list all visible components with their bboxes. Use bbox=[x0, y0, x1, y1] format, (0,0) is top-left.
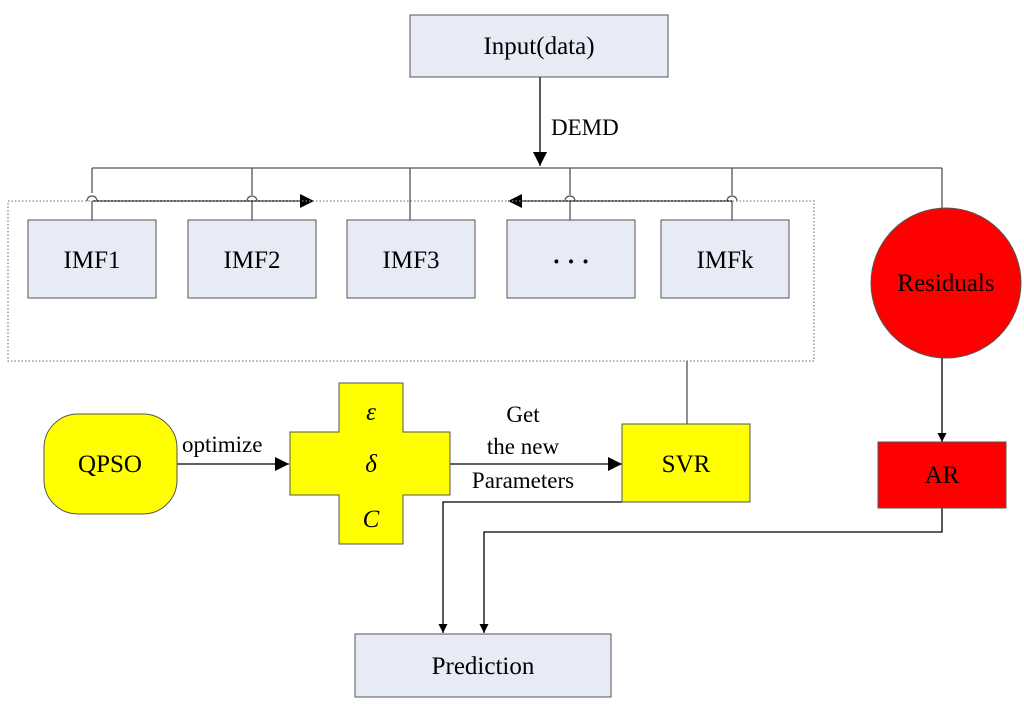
prediction-node: Prediction bbox=[354, 633, 612, 698]
get-label-line1: Get bbox=[506, 402, 540, 427]
imfk-node: IMFk bbox=[660, 219, 790, 299]
drop-ellipsis-hop bbox=[564, 195, 576, 202]
imf1-node: IMF1 bbox=[27, 219, 157, 299]
imf2-label: IMF2 bbox=[224, 247, 281, 274]
ar-to-prediction-line bbox=[479, 508, 943, 633]
imf2-node: IMF2 bbox=[187, 219, 317, 299]
input-label: Input(data) bbox=[483, 33, 594, 60]
svr-node: SVR bbox=[621, 423, 751, 503]
parameter-cross: ε δ C bbox=[289, 382, 451, 545]
imfk-label: IMFk bbox=[697, 247, 754, 274]
drop-imf2-hop bbox=[246, 195, 258, 202]
residuals-node: Residuals bbox=[870, 207, 1022, 359]
get-label-line3: Parameters bbox=[472, 468, 574, 493]
demd-label: DEMD bbox=[551, 115, 619, 140]
optimize-label: optimize bbox=[182, 432, 262, 457]
residuals-label: Residuals bbox=[897, 270, 994, 297]
ellipsis-label: · · · bbox=[552, 249, 590, 276]
c-symbol: C bbox=[363, 506, 380, 533]
drop-imfk-hop bbox=[726, 195, 738, 202]
get-label-line2: the new bbox=[487, 434, 560, 459]
delta-symbol: δ bbox=[365, 451, 377, 478]
input-node: Input(data) bbox=[409, 14, 669, 78]
ar-node: AR bbox=[877, 441, 1007, 509]
connector-lines bbox=[7, 77, 947, 633]
ellipsis-node: · · · bbox=[506, 219, 636, 299]
svr-to-prediction-line bbox=[438, 501, 622, 633]
imf3-node: IMF3 bbox=[346, 219, 476, 299]
qpso-label: QPSO bbox=[78, 451, 142, 478]
imf3-label: IMF3 bbox=[383, 247, 440, 274]
epsilon-symbol: ε bbox=[366, 399, 376, 426]
ar-label: AR bbox=[925, 462, 960, 489]
svr-label: SVR bbox=[662, 451, 711, 478]
imf1-label: IMF1 bbox=[64, 247, 121, 274]
prediction-label: Prediction bbox=[432, 653, 535, 680]
qpso-node: QPSO bbox=[43, 413, 178, 515]
drop-imf1-hop bbox=[86, 195, 98, 202]
imf-group-box bbox=[7, 200, 815, 362]
